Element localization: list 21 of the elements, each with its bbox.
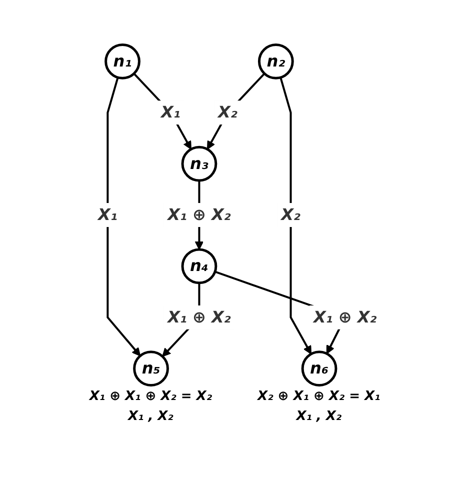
node-circle: n₅ [132, 350, 169, 387]
edge-label: X₁ ⊕ X₂ [167, 205, 230, 224]
arrow [279, 77, 312, 354]
node-circle: n₂ [258, 43, 294, 80]
node-caption: X₁ ⊕ X₁ ⊕ X₂ = X₂ [89, 389, 212, 404]
arrow [206, 72, 265, 150]
edge-label: X₁ ⊕ X₂ [167, 307, 230, 326]
edge-label: X₁ [98, 205, 117, 224]
node-circle: n₆ [300, 350, 337, 387]
edge-label: X₂ [280, 205, 300, 224]
node-caption: X₁ , X₂ [128, 409, 174, 424]
node-caption: X₁ , X₂ [296, 409, 342, 424]
node-caption: X₂ ⊕ X₁ ⊕ X₂ = X₁ [258, 389, 380, 404]
node-circle: n₄ [180, 248, 217, 284]
node-circle: n₃ [180, 146, 217, 182]
arrow [106, 77, 140, 356]
node-circle: n₁ [104, 43, 140, 80]
arrow [132, 72, 192, 150]
edge-label: X₁ [160, 102, 180, 122]
edge-label: X₂ [218, 102, 238, 122]
edge-label: X₁ ⊕ X₂ [313, 307, 376, 326]
